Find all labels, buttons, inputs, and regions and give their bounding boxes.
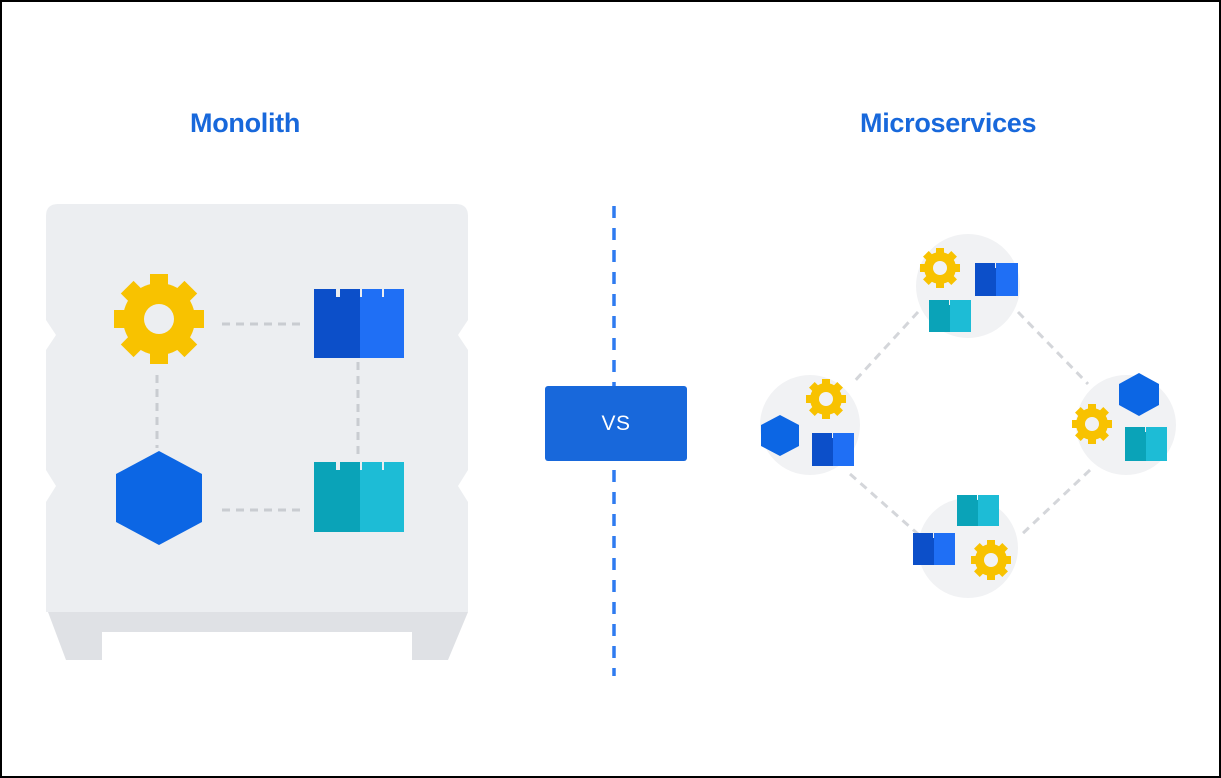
microservices-connectors — [849, 310, 1092, 538]
microservices-cluster — [760, 234, 1176, 598]
gear-icon — [114, 274, 204, 364]
monolith-title: Monolith — [190, 108, 301, 138]
service-node-left — [760, 375, 860, 475]
service-node-bottom — [913, 495, 1018, 598]
service-node-right — [1072, 373, 1176, 475]
block-icon — [314, 462, 404, 532]
gear-icon — [971, 540, 1011, 580]
block-icon — [913, 533, 955, 565]
gear-icon — [920, 248, 960, 288]
vs-badge: VS — [545, 386, 687, 461]
block-icon — [314, 289, 404, 358]
block-icon — [929, 300, 971, 332]
block-icon — [957, 495, 999, 526]
hexagon-icon — [761, 415, 799, 456]
block-icon — [1125, 427, 1167, 461]
monolith-connectors — [155, 322, 360, 512]
vs-label: VS — [601, 411, 631, 435]
block-icon — [975, 263, 1018, 296]
hexagon-icon — [116, 451, 202, 545]
monolith-panel — [46, 204, 468, 660]
gear-icon — [806, 379, 846, 419]
block-icon — [812, 433, 854, 466]
microservices-title: Microservices — [860, 108, 1037, 138]
gear-icon — [1072, 404, 1112, 444]
service-node-top — [916, 234, 1020, 338]
hexagon-icon — [1119, 373, 1159, 416]
